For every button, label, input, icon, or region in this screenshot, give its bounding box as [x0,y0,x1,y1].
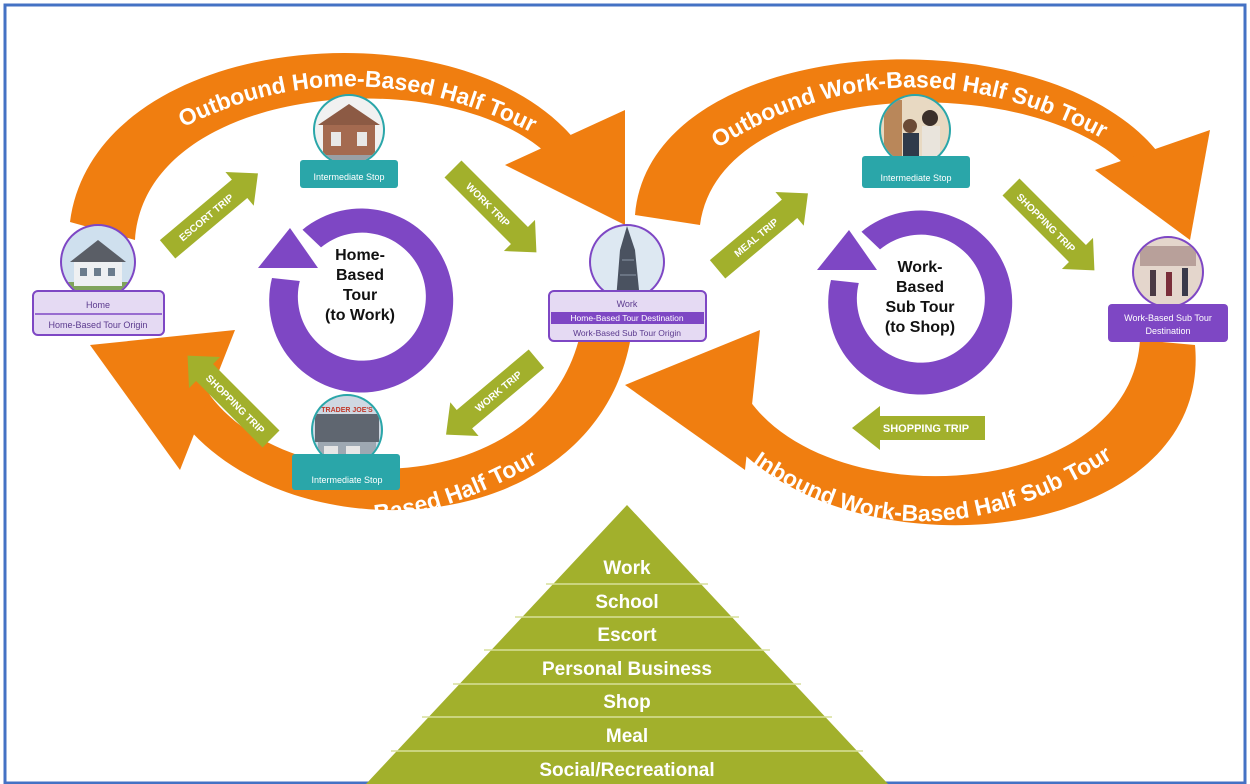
home-cycle-line3: Tour [343,287,377,304]
work-sub2: Work-Based Sub Tour Origin [573,328,681,338]
home-node: Home Home-Based Tour Origin [32,224,165,336]
shopping-trip-work-out-arrow: SHOPPING TRIP [1002,178,1095,271]
intermediate-stop-bottom-left: TRADER JOE'S Intermediate Stop [292,394,400,490]
shopping-trip-work-out-label: SHOPPING TRIP [1014,192,1077,255]
pyramid-level-shop: Shop [603,692,651,713]
home-based-cycle: Home- Based Tour (to Work) [258,208,454,393]
home-cycle-line1: Home- [335,247,385,264]
work-cycle-line1: Work- [897,259,942,276]
intermediate-stop-top-right: Intermediate Stop [862,94,970,188]
pyramid-level-social-recreational: Social/Recreational [539,760,714,781]
work-based-destination: Work-Based Sub Tour Destination [1108,236,1228,342]
escort-trip-arrow: ESCORT TRIP [159,172,258,259]
pyramid-level-escort: Escort [597,625,657,646]
work-dest-label-line2: Destination [1145,326,1190,336]
work-based-cycle: Work- Based Sub Tour (to Shop) [817,210,1013,395]
work-title: Work [617,299,638,309]
store-sign: TRADER JOE'S [321,407,373,414]
home-cycle-line4: (to Work) [325,307,395,324]
restaurant-photo [881,96,949,164]
pyramid-level-personal-business: Personal Business [542,659,712,680]
inbound-work-arrow [625,330,1196,526]
work-cycle-line3: Sub Tour [885,299,954,316]
intermediate-stop-top-left: Intermediate Stop [300,94,398,188]
pyramid-level-meal: Meal [606,726,648,747]
pyramid-level-work: Work [603,558,651,579]
store-photo: TRADER JOE'S [313,396,381,464]
work-node: Work Home-Based Tour Destination Work-Ba… [548,224,707,342]
work-cycle-line4: (to Shop) [885,319,955,336]
work-dest-label-line1: Work-Based Sub Tour [1124,313,1212,323]
home-title: Home [86,300,110,310]
work-sub1: Home-Based Tour Destination [570,313,684,323]
home-sub: Home-Based Tour Origin [49,320,148,330]
pyramid-level-school: School [595,592,658,613]
shopping-trip-work-in-label: SHOPPING TRIP [883,423,969,435]
building-photo [315,96,383,164]
meal-trip-arrow: MEAL TRIP [709,192,808,279]
intermediate-stop-bottom-left-label: Intermediate Stop [311,475,382,485]
outbound-work-arrow [635,59,1210,240]
outbound-home-arrow [70,52,625,240]
shopping-trip-work-in-arrow: SHOPPING TRIP [852,406,985,450]
work-cycle-line2: Based [896,279,944,296]
skyscraper-photo [591,226,663,298]
mall-photo [1134,238,1202,306]
intermediate-stop-top-left-label: Intermediate Stop [313,172,384,182]
home-cycle-line2: Based [336,267,384,284]
pyramid-shape [366,505,888,784]
activity-pyramid: Work School Escort Personal Business Sho… [366,505,888,784]
intermediate-stop-top-right-label: Intermediate Stop [880,173,951,183]
house-photo [62,226,134,298]
